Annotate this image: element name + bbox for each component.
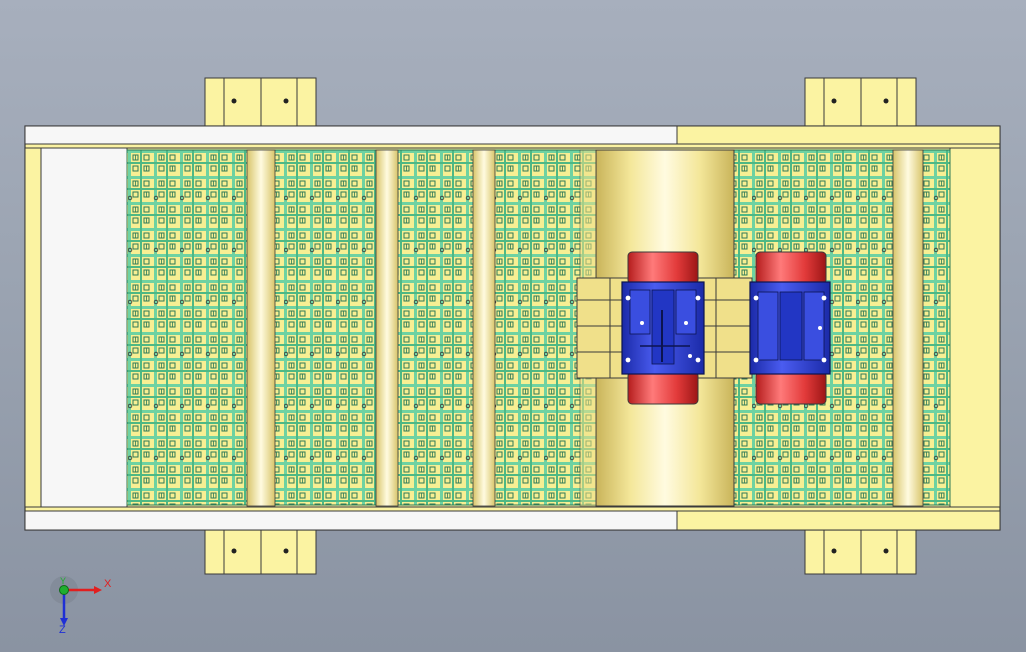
vibration-motor-left[interactable] [621, 251, 705, 405]
z-axis-arrowhead [60, 618, 68, 626]
x-axis-label: X [104, 578, 112, 590]
vibration-motor-right[interactable] [749, 251, 831, 405]
cross-beams [246, 149, 924, 507]
x-axis-arrowhead [94, 586, 102, 594]
axis-triad: X Y Z [50, 576, 112, 636]
mounting-pad-bottom-right [804, 527, 917, 575]
mounting-pad-top-left [204, 77, 317, 127]
z-axis-label: Z [59, 624, 66, 636]
mounting-pad-top-right [804, 77, 917, 127]
y-axis-label: Y [60, 576, 66, 586]
mounting-pad-bottom-left [204, 527, 317, 575]
y-axis-dot [59, 585, 69, 595]
